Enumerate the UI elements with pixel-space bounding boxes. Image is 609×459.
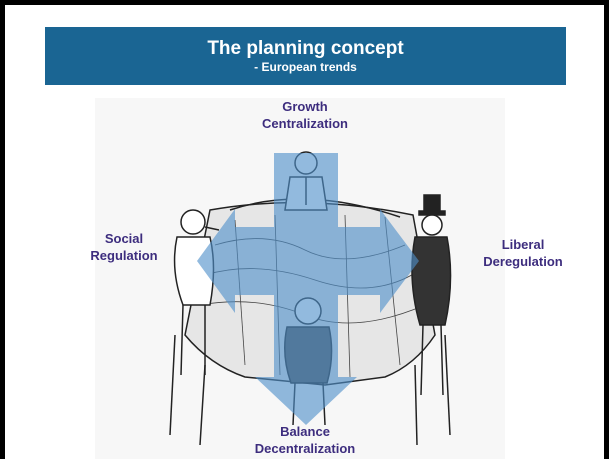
- label-right-line1: Liberal: [501, 237, 545, 252]
- title-bar: The planning concept - European trends: [45, 27, 566, 85]
- label-bottom-line1: Balance: [280, 424, 330, 439]
- label-top-line1: Growth: [282, 99, 328, 114]
- label-top-line2: Centralization: [262, 116, 348, 131]
- label-right: Liberal Deregulation: [473, 236, 573, 270]
- cross-arrows: [197, 153, 419, 425]
- label-left: Social Regulation: [84, 230, 164, 264]
- slide-title: The planning concept: [207, 37, 404, 59]
- arrow-right: [338, 209, 419, 313]
- arrow-down: [255, 153, 357, 425]
- table: [169, 334, 451, 446]
- label-left-line1: Social: [104, 231, 144, 246]
- label-right-line2: Deregulation: [483, 254, 563, 269]
- person-right: [411, 194, 452, 396]
- label-top: Growth Centralization: [255, 98, 355, 132]
- label-bottom: Balance Decentralization: [240, 423, 370, 457]
- slide-subtitle: - European trends: [254, 59, 357, 74]
- label-bottom-line2: Decentralization: [254, 441, 356, 456]
- planning-diagram: [95, 98, 505, 459]
- label-left-line2: Regulation: [90, 248, 158, 263]
- title-bar-background: [45, 27, 566, 85]
- arrow-left: [197, 209, 274, 313]
- slide: The planning concept - European trends: [5, 5, 604, 459]
